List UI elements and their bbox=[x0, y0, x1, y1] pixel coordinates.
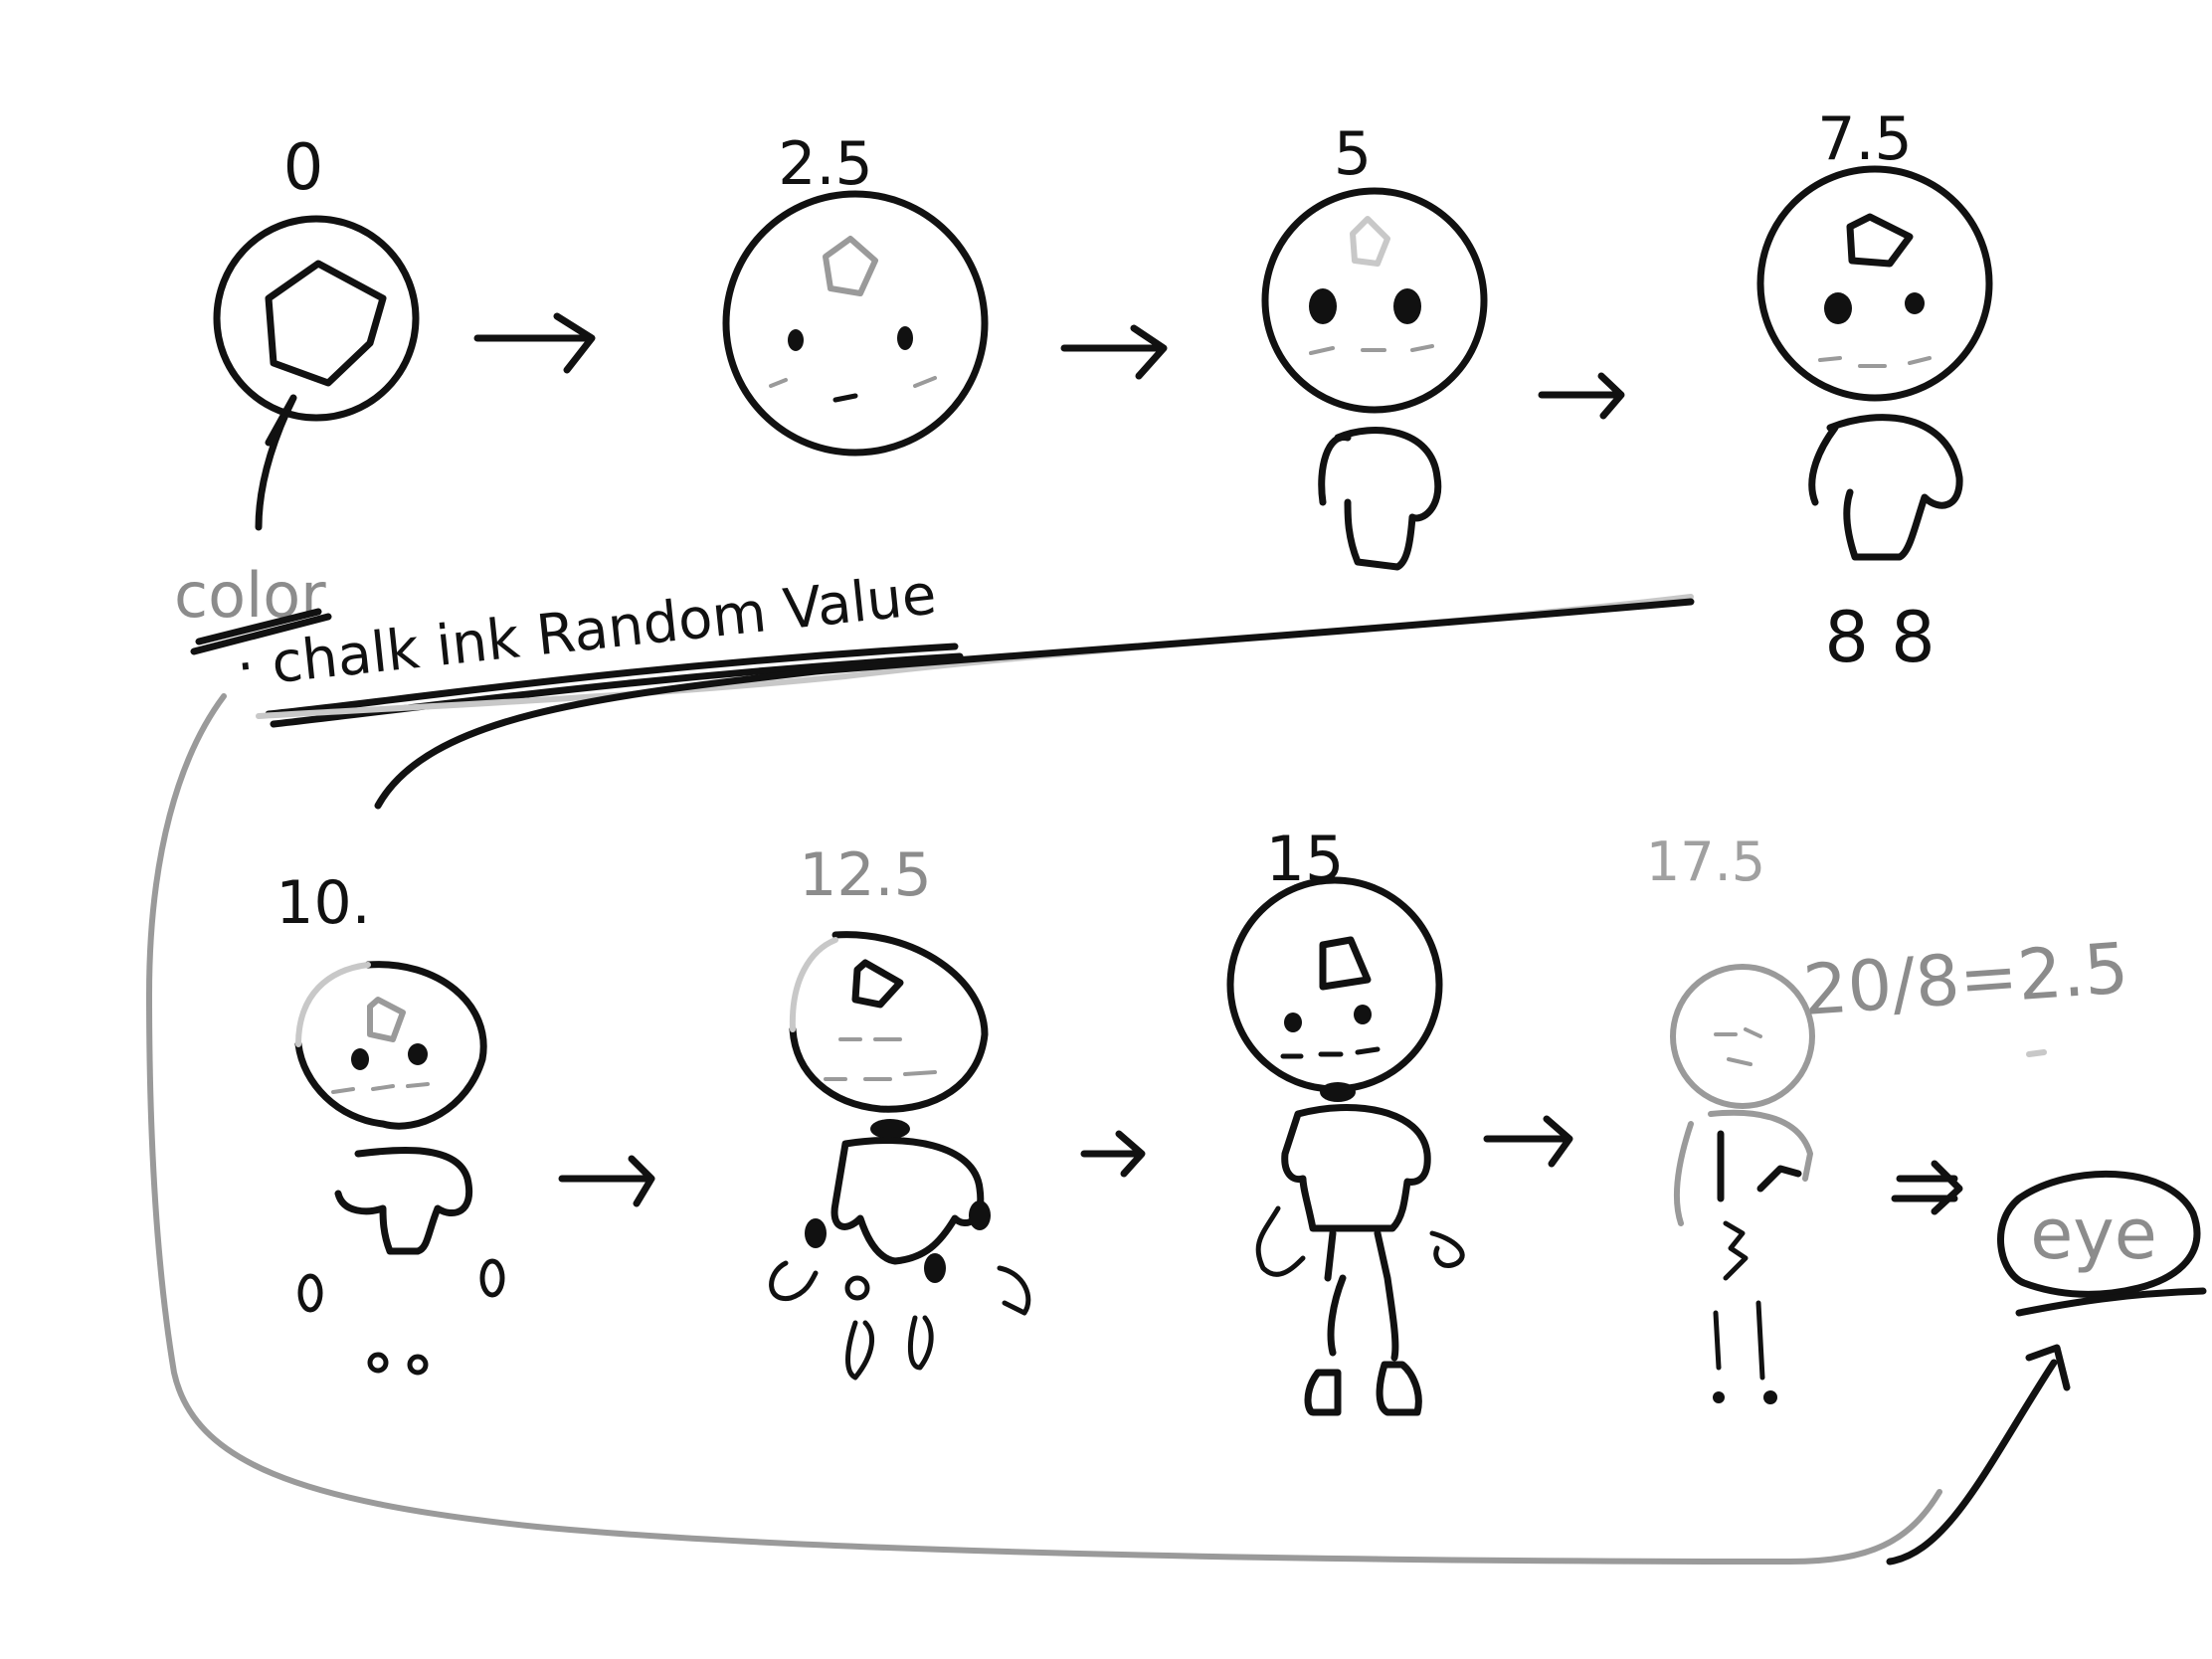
stage-10-head bbox=[294, 961, 487, 1130]
right-arrow-icon bbox=[558, 1155, 655, 1207]
stage-0-label: 0 bbox=[283, 131, 324, 205]
eye-bubble: eye bbox=[1997, 1170, 2207, 1317]
pentagon-gem-icon bbox=[1319, 936, 1372, 991]
division-note: 20/8=2.5 bbox=[1800, 927, 2130, 1031]
stage-5-head bbox=[1261, 187, 1488, 414]
stage-7-5-ticks: 8 8 bbox=[1824, 597, 1935, 678]
stage-7-5-head bbox=[1756, 165, 1993, 402]
stage-7-5: 7.5 8 8 bbox=[1756, 104, 1993, 678]
right-arrow-icon bbox=[1060, 324, 1168, 380]
stage-10-body bbox=[334, 1146, 473, 1255]
stage-17-5-head bbox=[1670, 964, 1815, 1109]
stage-17-5-label: 17.5 bbox=[1646, 830, 1765, 893]
right-arrow-icon bbox=[473, 312, 596, 374]
stage-17-5: 17.5 bbox=[1646, 830, 1815, 1404]
right-arrow-icon bbox=[1538, 372, 1625, 420]
color-pointer-arrow bbox=[255, 394, 297, 531]
stage-5-label: 5 bbox=[1334, 119, 1372, 189]
feedback-loop-arrow-tip bbox=[1886, 1344, 2071, 1566]
pentagon-gem-icon bbox=[1846, 213, 1914, 268]
stage-10: 10. bbox=[276, 868, 505, 1376]
stage-12-5-body bbox=[830, 1136, 985, 1265]
stage-12-5-label: 12.5 bbox=[799, 840, 932, 910]
pentagon-gem-icon bbox=[823, 236, 878, 296]
stage-15: 15 bbox=[1226, 823, 1465, 1416]
stage-12-5: 12.5 bbox=[769, 840, 1031, 1381]
stage-2-5-label: 2.5 bbox=[778, 129, 872, 199]
stage-5: 5 bbox=[1261, 119, 1488, 571]
pentagon-gem-icon bbox=[367, 997, 406, 1042]
stage-7-5-label: 7.5 bbox=[1817, 104, 1912, 174]
stage-10-label: 10. bbox=[276, 868, 370, 938]
eye-label: eye bbox=[2030, 1194, 2157, 1275]
stage-15-body bbox=[1281, 1104, 1431, 1232]
stage-7-5-body bbox=[1808, 414, 1963, 561]
pentagon-gem-icon bbox=[1350, 216, 1390, 267]
stage-5-body bbox=[1318, 427, 1442, 571]
stage-0-orb bbox=[213, 215, 420, 422]
pentagon-gem-icon bbox=[851, 959, 904, 1009]
right-arrow-icon bbox=[1080, 1130, 1146, 1178]
stage-2-5-head bbox=[722, 190, 989, 457]
right-arrow-icon bbox=[1891, 1160, 1963, 1215]
right-arrow-icon bbox=[1483, 1115, 1573, 1168]
feedback-loop-arrow bbox=[146, 693, 1942, 1565]
stage-17-5-body bbox=[1673, 1109, 1813, 1226]
pentagon-gem-icon bbox=[265, 260, 387, 387]
stage-12-5-head bbox=[789, 931, 989, 1113]
stage-2-5: 2.5 bbox=[722, 129, 989, 457]
stage-0: 0 bbox=[213, 131, 420, 531]
row-connector bbox=[374, 598, 1695, 810]
